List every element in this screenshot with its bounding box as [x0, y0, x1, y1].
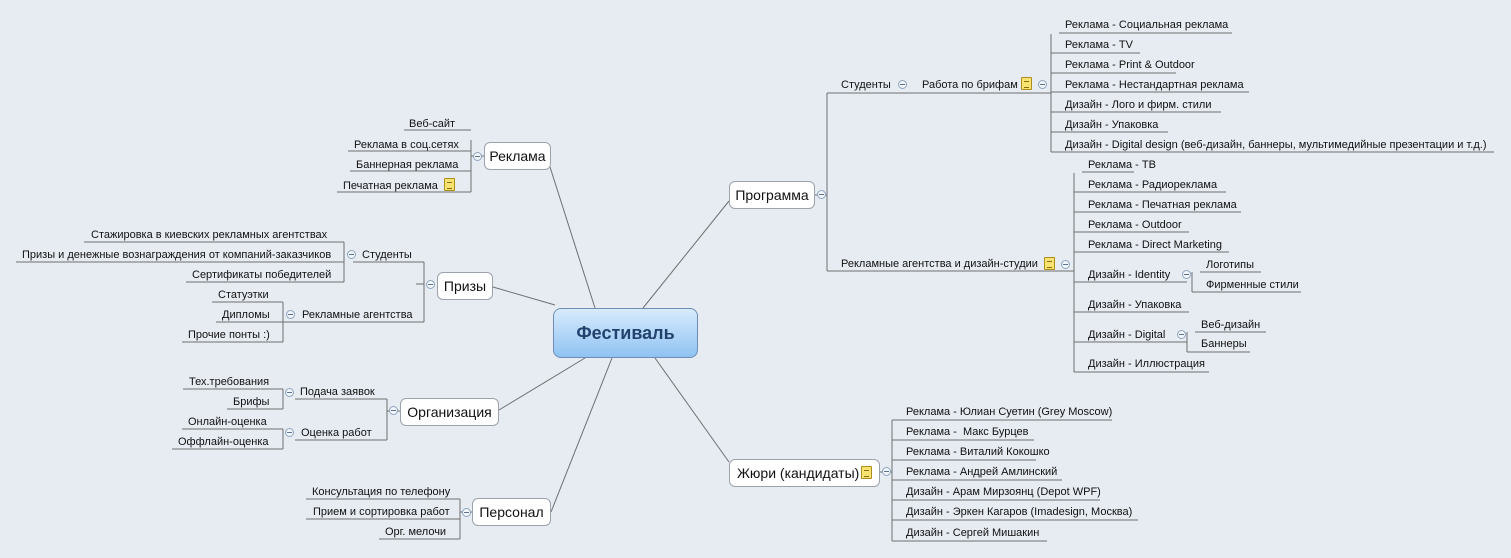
- identity-item-corporate[interactable]: Фирменные стили: [1206, 279, 1299, 291]
- note-icon[interactable]: [861, 466, 872, 479]
- prizy-agencies-item-statuettes[interactable]: Статуэтки: [218, 289, 269, 301]
- collapse-icon[interactable]: [286, 310, 295, 319]
- topic-reklama[interactable]: Реклама: [484, 142, 551, 170]
- collapse-icon[interactable]: [817, 190, 826, 199]
- org-zayavki-item-briefs[interactable]: Брифы: [233, 396, 270, 408]
- agencies-item-packaging[interactable]: Дизайн - Упаковка: [1088, 299, 1182, 311]
- prizy-students-item-certificates[interactable]: Сертификаты победителей: [192, 269, 332, 281]
- jury-item-suetin[interactable]: Реклама - Юлиан Суетин (Grey Moscow): [906, 406, 1113, 418]
- brief-item-packaging[interactable]: Дизайн - Упаковка: [1065, 119, 1159, 131]
- jury-item-kagarov[interactable]: Дизайн - Эркен Кагаров (Imadesign, Москв…: [906, 506, 1133, 518]
- topic-personal[interactable]: Персонал: [472, 498, 551, 526]
- collapse-icon[interactable]: [1177, 330, 1186, 339]
- digital-item-banners[interactable]: Баннеры: [1201, 338, 1247, 350]
- collapse-icon[interactable]: [1038, 80, 1047, 89]
- jury-item-mirzoyants[interactable]: Дизайн - Арам Мирзоянц (Depot WPF): [906, 486, 1101, 498]
- programma-students-label[interactable]: Студенты: [841, 79, 891, 91]
- agencies-item-digital[interactable]: Дизайн - Digital: [1088, 329, 1166, 341]
- brief-item-print-outdoor[interactable]: Реклама - Print & Outdoor: [1065, 59, 1195, 71]
- reklama-item-social[interactable]: Реклама в соц.сетях: [354, 139, 459, 151]
- agencies-item-identity[interactable]: Дизайн - Identity: [1088, 269, 1171, 281]
- brief-item-digital[interactable]: Дизайн - Digital design (веб-дизайн, бан…: [1065, 139, 1487, 151]
- jury-item-mishakin[interactable]: Дизайн - Сергей Мишакин: [906, 527, 1040, 539]
- topic-jury[interactable]: Жюри (кандидаты): [729, 459, 880, 487]
- org-zayavki-label[interactable]: Подача заявок: [300, 386, 375, 398]
- brief-item-logo[interactable]: Дизайн - Лого и фирм. стили: [1065, 99, 1212, 111]
- jury-item-amlinsky[interactable]: Реклама - Андрей Амлинский: [906, 466, 1058, 478]
- prizy-agencies-item-diplomas[interactable]: Дипломы: [222, 309, 270, 321]
- note-icon[interactable]: [444, 178, 455, 191]
- agencies-item-radio[interactable]: Реклама - Радиореклама: [1088, 179, 1218, 191]
- collapse-icon[interactable]: [1061, 260, 1070, 269]
- central-topic[interactable]: Фестиваль: [553, 308, 698, 358]
- reklama-item-website[interactable]: Веб-сайт: [409, 118, 456, 130]
- agencies-item-tv[interactable]: Реклама - ТВ: [1088, 159, 1156, 171]
- reklama-item-print[interactable]: Печатная реклама: [343, 180, 438, 192]
- note-icon[interactable]: [1021, 77, 1032, 90]
- collapse-icon[interactable]: [462, 508, 471, 517]
- collapse-icon[interactable]: [1182, 270, 1191, 279]
- org-ocenka-label[interactable]: Оценка работ: [301, 427, 372, 439]
- collapse-icon[interactable]: [426, 280, 435, 289]
- agencies-item-illustration[interactable]: Дизайн - Иллюстрация: [1088, 358, 1205, 370]
- collapse-icon[interactable]: [882, 467, 891, 476]
- identity-item-logos[interactable]: Логотипы: [1206, 259, 1255, 271]
- prizy-students-item-money[interactable]: Призы и денежные вознаграждения от компа…: [22, 249, 332, 261]
- agencies-item-direct[interactable]: Реклама - Direct Marketing: [1088, 239, 1222, 251]
- collapse-icon[interactable]: [898, 80, 907, 89]
- personal-item-misc[interactable]: Орг. мелочи: [385, 526, 447, 538]
- topic-programma[interactable]: Программа: [729, 181, 815, 209]
- topic-organizaciya[interactable]: Организация: [400, 398, 499, 426]
- brief-item-nonstandard[interactable]: Реклама - Нестандартная реклама: [1065, 79, 1244, 91]
- collapse-icon[interactable]: [473, 152, 482, 161]
- jury-item-kokoshko[interactable]: Реклама - Виталий Кокошко: [906, 446, 1050, 458]
- agencies-item-print[interactable]: Реклама - Печатная реклама: [1088, 199, 1237, 211]
- reklama-item-banner[interactable]: Баннерная реклама: [356, 159, 459, 171]
- org-zayavki-item-tech[interactable]: Тех.требования: [189, 376, 270, 388]
- personal-item-sorting[interactable]: Прием и сортировка работ: [313, 506, 450, 518]
- prizy-agencies-item-other[interactable]: Прочие понты :): [188, 329, 270, 341]
- programma-agencies-label[interactable]: Рекламные агентства и дизайн-студии: [841, 258, 1038, 270]
- prizy-students-label[interactable]: Студенты: [362, 249, 412, 261]
- programma-brief-label[interactable]: Работа по брифам: [922, 79, 1018, 91]
- brief-item-social[interactable]: Реклама - Социальная реклама: [1065, 19, 1229, 31]
- agencies-item-outdoor[interactable]: Реклама - Outdoor: [1088, 219, 1182, 231]
- personal-item-phone[interactable]: Консультация по телефону: [312, 486, 451, 498]
- collapse-icon[interactable]: [285, 388, 294, 397]
- prizy-students-item-internship[interactable]: Стажировка в киевских рекламных агентств…: [91, 229, 328, 241]
- collapse-icon[interactable]: [285, 428, 294, 437]
- note-icon[interactable]: [1044, 257, 1055, 270]
- collapse-icon[interactable]: [389, 406, 398, 415]
- collapse-icon[interactable]: [347, 250, 356, 259]
- topic-prizy[interactable]: Призы: [437, 272, 493, 300]
- jury-item-burtsev[interactable]: Реклама - Макс Бурцев: [906, 426, 1029, 438]
- brief-item-tv[interactable]: Реклама - TV: [1065, 39, 1133, 51]
- org-ocenka-item-online[interactable]: Онлайн-оценка: [188, 416, 267, 428]
- prizy-agencies-label[interactable]: Рекламные агентства: [302, 309, 413, 321]
- org-ocenka-item-offline[interactable]: Оффлайн-оценка: [178, 436, 269, 448]
- digital-item-web[interactable]: Веб-дизайн: [1201, 319, 1261, 331]
